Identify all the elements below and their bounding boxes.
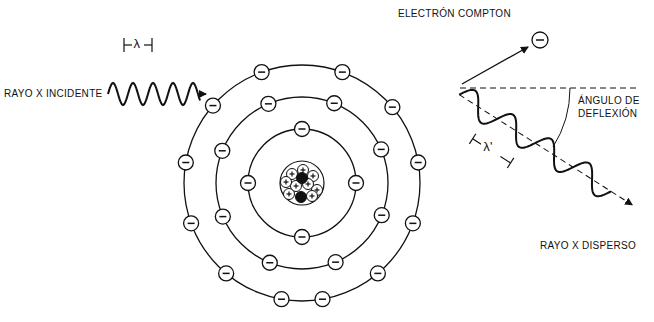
- neutron: [297, 173, 308, 184]
- electron: [328, 255, 343, 270]
- angle-arc: [553, 88, 570, 147]
- incident-arrow: [200, 93, 206, 95]
- electron: [254, 65, 269, 80]
- scattered-group: [440, 85, 639, 236]
- electron: [262, 255, 277, 270]
- electron: [295, 230, 310, 245]
- incident-ray-label: RAYO X INCIDENTE: [4, 88, 103, 101]
- nucleus: [280, 161, 324, 205]
- electron: [184, 216, 199, 231]
- electron: [178, 155, 193, 170]
- electron: [335, 65, 350, 80]
- electron: [370, 266, 385, 281]
- orbits: [184, 65, 420, 301]
- electron: [405, 216, 420, 231]
- electron: [411, 155, 426, 170]
- electron: [241, 176, 256, 191]
- electron: [295, 122, 310, 137]
- electron: [315, 292, 330, 307]
- electron: [219, 266, 234, 281]
- wavelength-bracket: [124, 38, 152, 52]
- electron: [374, 142, 389, 157]
- neutron: [296, 192, 307, 203]
- scattered-wavelength-symbol: λ': [481, 140, 495, 153]
- electron: [327, 96, 342, 111]
- compton-electron-label: ELECTRÓN COMPTON: [398, 8, 511, 21]
- compton-electron: [532, 32, 548, 48]
- scattered-wavelength-bracket: [469, 134, 513, 168]
- electron: [205, 98, 220, 113]
- electron: [374, 208, 389, 223]
- wavelength-symbol: λ: [132, 37, 143, 50]
- reference-line: [460, 88, 640, 89]
- inner-orbit: [248, 129, 356, 237]
- electrons: [178, 65, 425, 307]
- incident-wave: [108, 83, 200, 105]
- electron: [385, 100, 400, 115]
- proton: [284, 189, 295, 200]
- electron-path: [462, 47, 528, 84]
- middle-orbit: [216, 97, 388, 269]
- proton: [281, 177, 292, 188]
- electron: [261, 96, 276, 111]
- electron: [215, 143, 230, 158]
- outer-orbit: [184, 65, 420, 301]
- deflection-angle-label: ÁNGULO DE DEFLEXIÓN: [578, 95, 650, 120]
- scattered-ray-label: RAYO X DISPERSO: [540, 240, 636, 253]
- electron: [349, 176, 364, 191]
- electron: [274, 292, 289, 307]
- electron: [215, 209, 230, 224]
- proton: [307, 191, 318, 202]
